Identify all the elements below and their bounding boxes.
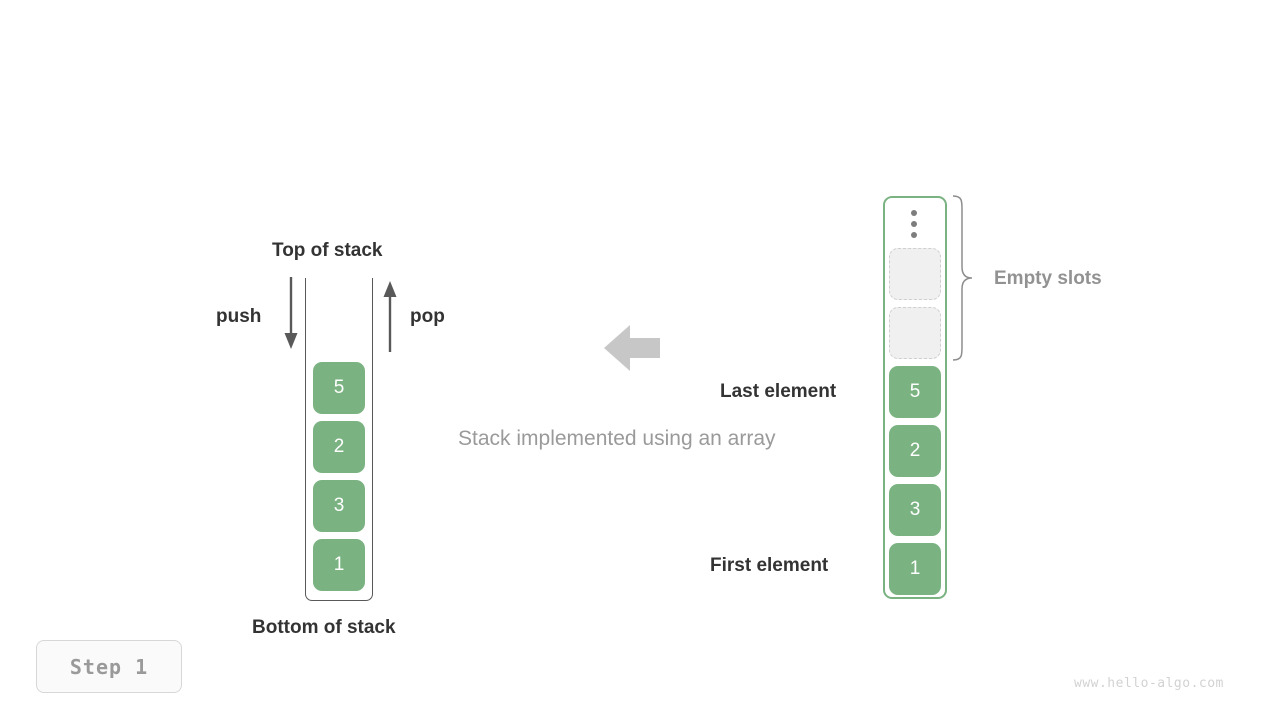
array-element: 2 — [889, 425, 941, 477]
array-element: 5 — [889, 366, 941, 418]
array-element: 1 — [889, 543, 941, 595]
array-slot-list: 5 2 3 1 — [889, 248, 941, 595]
watermark: www.hello-algo.com — [1074, 676, 1224, 691]
stack-element: 5 — [313, 362, 365, 414]
stack-element: 1 — [313, 539, 365, 591]
last-element-label: Last element — [720, 381, 837, 402]
stack-container — [305, 278, 373, 601]
step-badge-label: Step 1 — [69, 654, 149, 679]
curly-brace-icon — [952, 195, 973, 361]
empty-slot — [889, 307, 941, 359]
arrow-down-icon — [284, 277, 298, 349]
empty-slot — [889, 248, 941, 300]
stack-element: 3 — [313, 480, 365, 532]
first-element-label: First element — [710, 555, 829, 576]
arrow-left-icon — [604, 325, 660, 371]
vertical-ellipsis-icon — [909, 210, 919, 238]
top-of-stack-label: Top of stack — [272, 240, 383, 261]
bottom-of-stack-label: Bottom of stack — [252, 617, 396, 638]
pop-label: pop — [410, 306, 445, 327]
diagram-caption: Stack implemented using an array — [458, 427, 776, 450]
empty-slots-label: Empty slots — [994, 268, 1102, 289]
array-element: 3 — [889, 484, 941, 536]
arrow-up-icon — [383, 281, 397, 352]
stack-element-list: 5 2 3 1 — [313, 362, 365, 591]
step-badge: Step 1 — [36, 640, 182, 693]
stack-element: 2 — [313, 421, 365, 473]
push-label: push — [216, 306, 262, 327]
